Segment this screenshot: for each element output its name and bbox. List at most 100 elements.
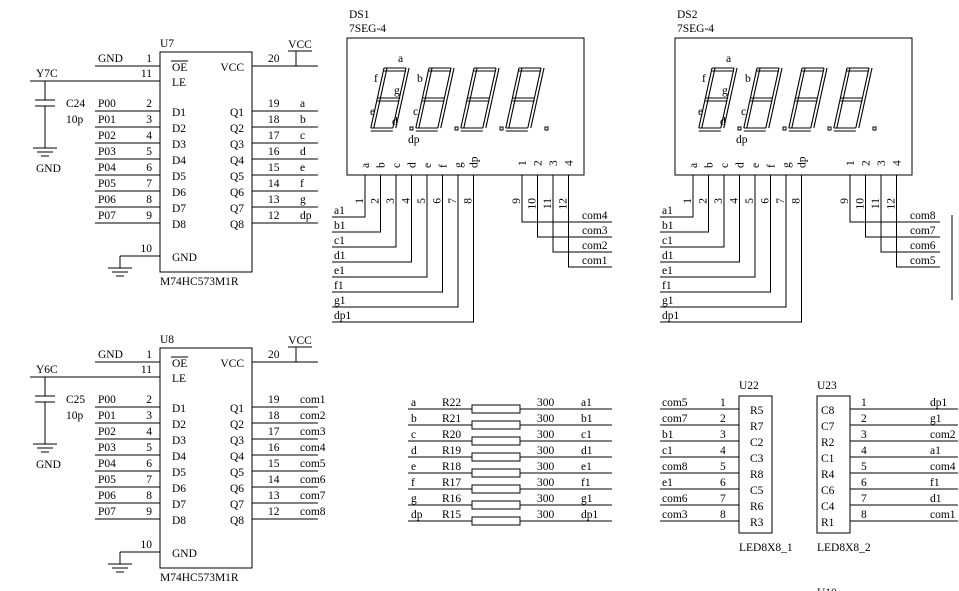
net-wire <box>332 192 474 323</box>
pin-number: 3 <box>720 429 726 441</box>
net-wire <box>660 192 709 233</box>
segment-label: a <box>398 53 403 65</box>
net-label: b <box>300 114 306 126</box>
segment-label: d <box>392 116 398 128</box>
display-DS1: DS17SEG-4abgfceddpa1a1b2b1c3c1d4d1e5e1f6… <box>332 9 612 323</box>
pin-name: Q3 <box>230 139 244 151</box>
pin-name: a <box>360 163 372 168</box>
pin-number: 2 <box>370 198 382 204</box>
pin-name: C5 <box>750 485 764 497</box>
pin-number: 1 <box>354 198 366 204</box>
pin-name: C1 <box>821 453 835 465</box>
pin-number: 5 <box>720 461 726 473</box>
pin-number: 10 <box>527 198 539 210</box>
segment-label: a <box>726 53 731 65</box>
ground-symbol <box>108 267 132 277</box>
pin-number: 4 <box>861 445 867 457</box>
pin-name: Q4 <box>230 451 244 463</box>
segment-c <box>813 97 821 129</box>
resistor-value: 300 <box>537 413 555 425</box>
com-wire <box>568 192 612 268</box>
pin-name: LE <box>172 373 186 385</box>
net-label: f <box>300 178 304 190</box>
pin-name: C6 <box>821 485 835 497</box>
net-label: P06 <box>98 490 116 502</box>
segment-label: g <box>394 85 400 97</box>
pin-name: Q7 <box>230 499 244 511</box>
segment-b <box>861 67 870 99</box>
net-label: d1 <box>334 250 346 262</box>
net-label: com3 <box>662 509 688 521</box>
resistor-ref: R17 <box>442 477 461 489</box>
com-wire <box>896 192 940 268</box>
net-label: com4 <box>582 210 608 222</box>
segment-b <box>819 67 828 99</box>
pin-number: 19 <box>268 394 280 406</box>
net-label: P02 <box>98 130 116 142</box>
pin-number: 20 <box>268 53 280 65</box>
net-wire <box>332 192 381 233</box>
net-wire <box>660 192 771 293</box>
pin-name: R5 <box>750 405 764 417</box>
net-label: g1 <box>334 295 346 307</box>
pin-name: f <box>438 164 450 168</box>
pin-name: c <box>391 163 403 168</box>
resistor-body <box>471 436 521 446</box>
pin-name: dp <box>797 156 809 168</box>
pin-number: 19 <box>268 98 280 110</box>
pin-name: e <box>422 163 434 168</box>
net-label: f1 <box>662 280 672 292</box>
pin-number: 6 <box>146 458 152 470</box>
segment-e <box>833 97 841 129</box>
net-label: com4 <box>300 442 326 454</box>
com-wire <box>537 192 612 238</box>
segment-label: g <box>722 85 728 97</box>
net-label: GND <box>98 349 123 361</box>
net-wire <box>332 192 366 218</box>
net-label: a1 <box>662 205 673 217</box>
segment-c <box>810 97 818 129</box>
net-label: e1 <box>662 477 673 489</box>
resistor-body <box>471 484 521 494</box>
net-label: a <box>300 98 305 110</box>
com-wire <box>849 192 940 223</box>
resistor-ref: R21 <box>442 413 461 425</box>
pin-number: 8 <box>146 490 152 502</box>
decimal-point <box>499 126 504 131</box>
segment-e <box>791 97 799 129</box>
pin-number: 13 <box>268 194 280 206</box>
net-label: dp1 <box>334 310 352 322</box>
segment-b <box>443 67 452 99</box>
resistor-value: 300 <box>537 461 555 473</box>
net-label: e1 <box>662 265 673 277</box>
pin-number: 5 <box>416 198 428 204</box>
net-label: com4 <box>930 461 956 473</box>
net-label: com2 <box>300 410 326 422</box>
resistor-body <box>471 420 521 430</box>
segment-c <box>530 97 538 129</box>
pin-number: 11 <box>542 198 554 209</box>
pin-number: 9 <box>146 210 152 222</box>
segment-f <box>749 67 758 99</box>
segment-label: b <box>417 73 423 85</box>
pin-number: 15 <box>268 458 280 470</box>
digit-3 <box>788 67 832 132</box>
pin-number: 14 <box>268 178 280 190</box>
net-label: d1 <box>581 445 593 457</box>
pin-number: 1 <box>146 53 152 65</box>
net-label: c1 <box>581 429 592 441</box>
segment-c <box>392 97 400 129</box>
pin-number: 8 <box>861 509 867 521</box>
net-label: P05 <box>98 474 116 486</box>
pin-number: 8 <box>791 198 803 204</box>
pin-name: D6 <box>172 187 186 199</box>
gnd-label: GND <box>36 163 61 175</box>
resistor-ref: R18 <box>442 461 461 473</box>
net-label: f1 <box>581 477 591 489</box>
pin-number: 12 <box>268 210 280 222</box>
pin-name: g <box>453 162 465 168</box>
net-label: d1 <box>930 493 942 505</box>
pin-number: 9 <box>839 198 851 204</box>
net-label: dp <box>300 210 312 222</box>
pin-name: e <box>750 163 762 168</box>
